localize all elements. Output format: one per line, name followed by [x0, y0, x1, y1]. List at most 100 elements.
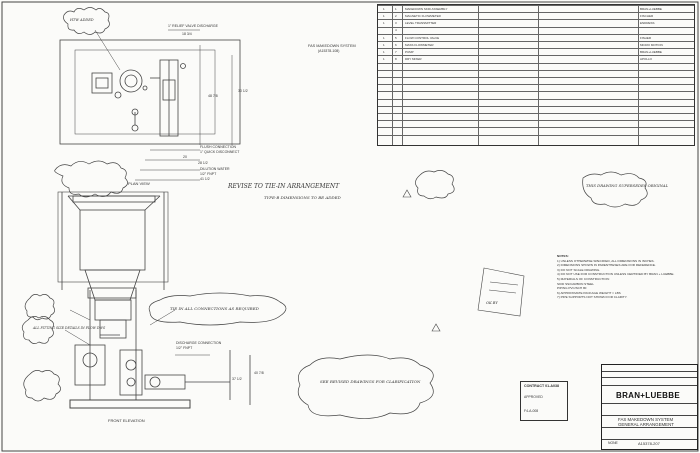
note-item: 5) MATERIALS OF CONSTRUCTION: — [557, 276, 610, 281]
note-item: PIPING PVC/SCH 80 — [557, 286, 587, 291]
dim-37-1-2: 37 1/2 — [232, 377, 242, 381]
brand-logo: BRAN+LUEBBE — [616, 391, 680, 400]
bom-qty: 1 — [383, 35, 385, 40]
bom-item-number: 7 — [395, 50, 397, 54]
left-fitting-note: ALL FITTING SIZE DETAILS IN FLOW DWG — [33, 326, 106, 330]
plan-view-label: PLAN VIEW — [128, 181, 150, 186]
dim-41-1-2: 41 1/2 — [200, 177, 210, 181]
bom-description: LEVEL TRANSMITTER — [405, 21, 437, 26]
bom-qty: 1 — [383, 50, 385, 54]
note-item: 4) DO NOT USE FOR CONSTRUCTION UNLESS CE… — [557, 272, 675, 277]
bom-row-line — [378, 41, 694, 42]
bom-row-line — [378, 84, 694, 86]
bom-description: MASS FLOWMETER — [405, 42, 434, 47]
bom-description: MAGNETIC FLOWMETER — [405, 14, 441, 18]
dim-18-3-4: 18 3/4 — [182, 32, 192, 36]
bom-row-line — [378, 91, 694, 93]
revise-sub-note: TYPE-B DIMENSIONS TO BE ADDED — [264, 195, 341, 200]
bom-row-line — [378, 105, 694, 107]
bom-manufacturer: BRAN+LUEBBE — [640, 6, 662, 11]
bom-row-line — [378, 120, 694, 122]
bom-qty: 1 — [383, 57, 385, 62]
top-right-note: THIS DRAWING SUPERSEDES ORIGINAL — [586, 183, 669, 188]
title-block-rule — [602, 403, 697, 404]
bom-item-number: 2 — [395, 14, 397, 18]
bom-manufacturer: MICRO MOTION — [640, 42, 663, 47]
note-item: 2) DIMENSIONS SHOWN IN PARENTHESES ARE F… — [557, 263, 656, 268]
bom-col-divider — [478, 5, 479, 145]
contract-stamp: CONTRACT 01-A038 APPROVED F4-A-008 — [520, 381, 568, 421]
bom-qty: 1 — [383, 42, 385, 47]
bom-col-divider — [538, 5, 539, 145]
bom-manufacturer: ENDRESS — [640, 21, 655, 26]
scale-value: NONE — [608, 441, 618, 445]
bom-col-divider — [638, 5, 639, 145]
title-block-rule — [602, 439, 697, 440]
note-item: 6) APPROXIMATE PACKAGE WEIGHT = LBS — [557, 290, 621, 295]
bom-manufacturer: FISHER — [640, 35, 652, 40]
bom-row-line — [378, 33, 694, 35]
bom-item-number: 1 — [395, 6, 397, 11]
contract-approved: APPROVED — [524, 395, 543, 399]
bom-col-divider — [402, 5, 403, 145]
title-block: BRAN+LUEBBE FAS MAKEDOWN SYSTEM GENERAL … — [601, 364, 698, 450]
discharge-connection-sub: 1/2" FNPT — [176, 346, 193, 350]
dim-48-7-8: 48 7/8 — [208, 94, 218, 98]
notes-list: 1) UNLESS OTHERWISE SPECIFIED, ALL DIMEN… — [557, 259, 697, 300]
title-line-2: GENERAL ARRANGEMENT — [618, 422, 674, 427]
flush-connection-label: FLUSH CONNECTION — [200, 145, 236, 149]
notes-heading: NOTES: — [557, 254, 569, 258]
note-item: SKID SS/CARBON STEEL — [557, 281, 594, 286]
bom-qty: 1 — [383, 21, 385, 26]
note-item: 1) UNLESS OTHERWISE SPECIFIED, ALL DIMEN… — [557, 258, 655, 263]
bom-item-number: 8 — [395, 57, 397, 62]
title-block-rule — [602, 371, 697, 372]
bom-item-number: 5 — [395, 35, 397, 40]
note-item: 7) PIPE SUPPORTS NOT SHOWN FOR CLARITY. — [557, 295, 628, 300]
bom-item-number: 3 — [395, 21, 397, 26]
discharge-connection-label: DISCHARGE CONNECTION — [176, 341, 222, 345]
drawing-number: A15378-207 — [638, 441, 660, 446]
dilution-water-sub: 1/2" FNPT — [200, 172, 217, 176]
note-item: 3) DO NOT SCALE DRAWING. — [557, 267, 601, 272]
bom-row-line — [378, 134, 694, 136]
dilution-water-label: DILUTION WATER — [200, 167, 230, 171]
bom-row-line — [378, 48, 694, 50]
bom-description: DRY MIXER — [405, 57, 422, 62]
dim-30-1-2: 30 1/2 — [238, 89, 248, 93]
bom-row-line — [378, 127, 694, 129]
front-elevation-label: FRONT ELEVATION — [108, 418, 145, 423]
bom-description: FLOW CONTROL VALVE — [405, 35, 440, 40]
title-line-1: FAS MAKEDOWN SYSTEM — [618, 417, 674, 422]
revise-title-note: REVISE TO TIE-IN ARRANGEMENT — [228, 183, 340, 190]
bom-row-line — [378, 19, 694, 21]
system-callout: FAS MAKEDOWN SYSTEM — [308, 44, 356, 48]
bom-row-line — [378, 113, 694, 114]
bom-item-number: 4 — [395, 28, 397, 33]
bom-manufacturer: APOLLO — [640, 57, 653, 62]
dim-28-1-2: 28 1/2 — [198, 161, 208, 165]
bom-qty: 1 — [383, 6, 385, 11]
dim-40-7-8: 40 7/8 — [254, 371, 264, 375]
bom-row-line — [378, 26, 694, 28]
bom-row-line — [378, 69, 694, 71]
notes-block: NOTES: 1) UNLESS OTHERWISE SPECIFIED, AL… — [557, 254, 697, 300]
bom-manufacturer: FISCHER — [640, 14, 654, 18]
bom-qty: 1 — [383, 14, 385, 18]
cloud-note: HTW ADDED — [70, 18, 94, 22]
bom-row-line — [378, 5, 694, 6]
bom-row-line — [378, 62, 694, 64]
bom-row-line — [378, 77, 694, 78]
contract-code: F4-A-008 — [524, 409, 539, 413]
system-callout-sub: (A15378-108) — [318, 49, 340, 53]
relief-valve-label: 1" RELIEF VALVE DISCHARGE — [168, 24, 218, 28]
bom-row-line — [378, 55, 694, 57]
title-block-rule — [602, 385, 697, 386]
title-block-rule — [602, 377, 697, 378]
flush-connection-sub: 1" QUICK DISCONNECT — [200, 150, 240, 154]
mid-connection-note: TIE IN ALL CONNECTIONS AS REQUIRED — [170, 306, 259, 311]
bom-manufacturer: BRAN+LUEBBE — [640, 50, 662, 54]
